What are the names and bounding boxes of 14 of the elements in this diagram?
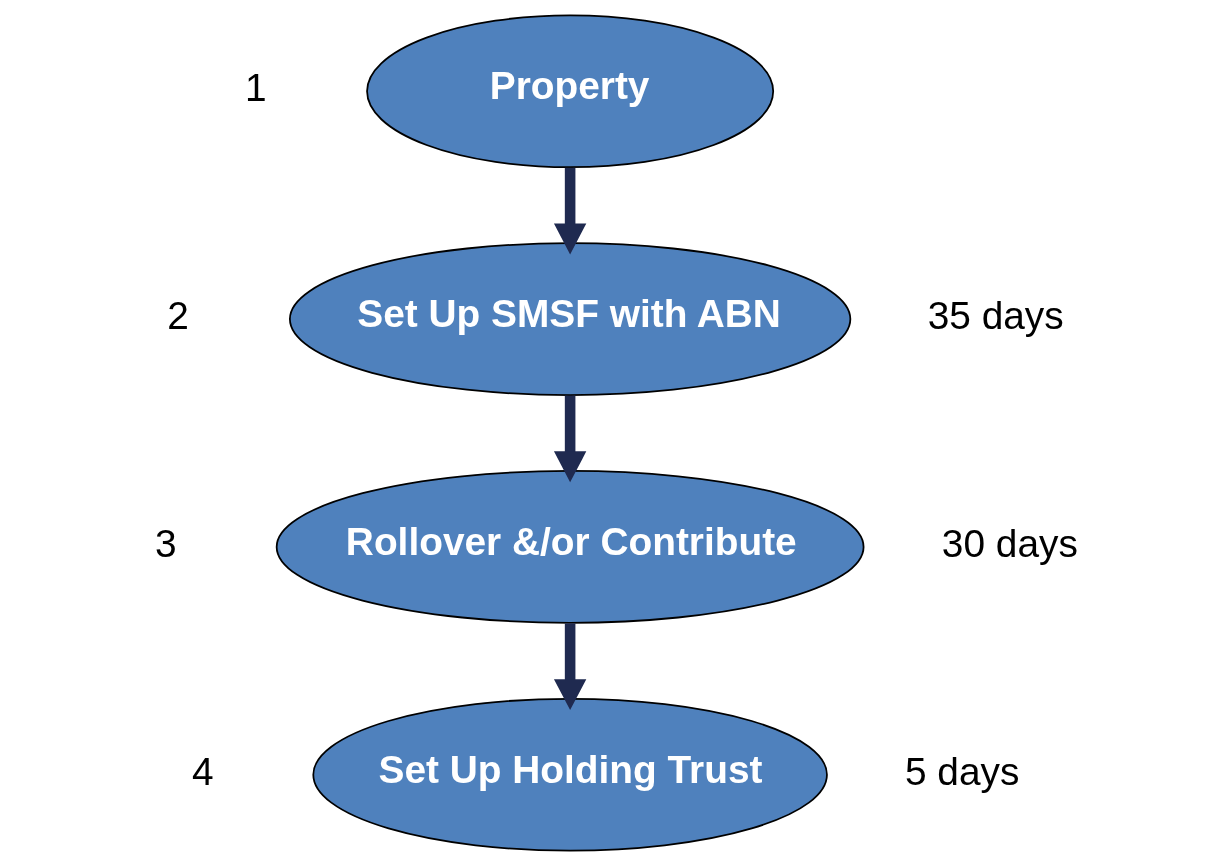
node-label: 35 days xyxy=(927,293,1064,337)
node-ellipse: Property xyxy=(365,14,774,169)
arrow xyxy=(553,623,586,710)
node-label: 5 days xyxy=(904,749,1019,793)
node-label: 4 xyxy=(191,749,214,793)
arrow xyxy=(553,167,586,255)
node-label: 30 days xyxy=(941,521,1078,565)
node-ellipse: Set Up Holding Trust xyxy=(311,697,828,852)
node-ellipse: Rollover &/or Contribute xyxy=(275,470,864,624)
node-ellipse: Set Up SMSF with ABN xyxy=(288,242,851,396)
node-label: 3 xyxy=(154,521,177,565)
arrow xyxy=(553,395,586,483)
node-label: 1 xyxy=(244,66,267,110)
node-label: 2 xyxy=(166,293,189,337)
